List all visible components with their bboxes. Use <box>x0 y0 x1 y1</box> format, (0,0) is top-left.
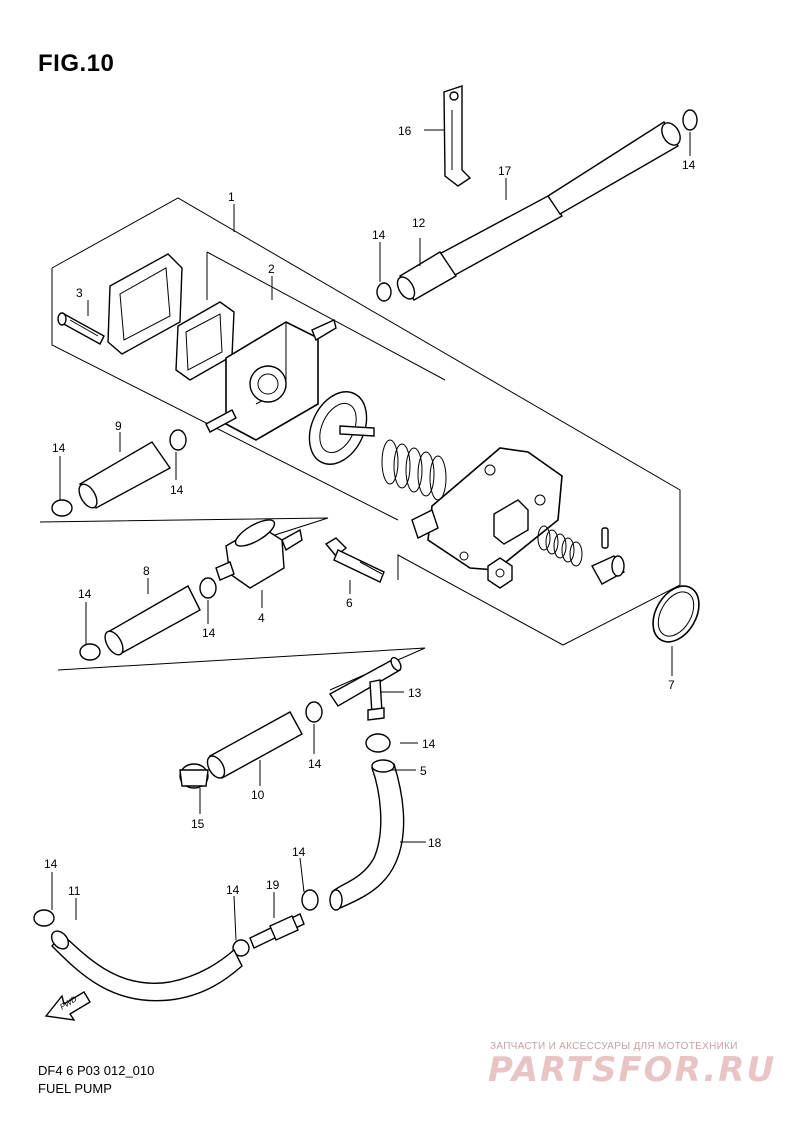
gasket-plate-outer[interactable] <box>107 253 183 355</box>
callout-8: 8 <box>143 564 150 578</box>
part-15-clamp[interactable] <box>179 763 209 789</box>
callout-2: 2 <box>268 262 275 276</box>
callout-18: 18 <box>428 836 442 850</box>
callout-13: 13 <box>408 686 422 700</box>
callout-6: 6 <box>346 596 353 610</box>
callout-labels: 1 2 3 4 5 6 7 8 9 10 11 12 13 14 15 16 1… <box>44 124 696 898</box>
clip-14-e[interactable] <box>199 577 217 599</box>
part-13-t-joint[interactable] <box>328 656 403 721</box>
callout-17: 17 <box>498 164 512 178</box>
callout-3: 3 <box>76 286 83 300</box>
part-4-fuel-filter[interactable] <box>215 515 303 589</box>
valve-cup[interactable] <box>591 555 625 585</box>
callout-5: 5 <box>420 764 427 778</box>
clip-14-h[interactable] <box>365 733 391 753</box>
callout-14-c: 14 <box>170 483 184 497</box>
part-8-hose[interactable] <box>101 585 201 658</box>
part-10-hose[interactable] <box>204 711 303 781</box>
part-7-o-ring[interactable] <box>644 578 709 650</box>
leader-lines <box>51 129 691 941</box>
pin[interactable] <box>601 527 609 549</box>
part-9-hose[interactable] <box>75 441 172 511</box>
part-12-hose[interactable] <box>394 251 457 302</box>
watermark-logo: PARTSFOR.RU <box>488 1050 777 1090</box>
callout-14-f: 14 <box>78 587 92 601</box>
callout-14-a: 14 <box>682 158 696 172</box>
watermark-tagline: ЗАПЧАСТИ И АКСЕССУАРЫ ДЛЯ МОТОТЕХНИКИ <box>490 1041 738 1052</box>
spring-small[interactable] <box>537 525 583 567</box>
callout-14-d: 14 <box>52 441 66 455</box>
figure-caption: FUEL PUMP <box>38 1081 112 1096</box>
callout-9: 9 <box>115 419 122 433</box>
callout-14-b: 14 <box>372 228 386 242</box>
clip-14-c[interactable] <box>169 429 187 451</box>
fwd-arrow-icon: FWD <box>44 991 91 1021</box>
part-3-screw[interactable] <box>57 312 105 345</box>
callout-14-i: 14 <box>44 857 58 871</box>
clip-14-b[interactable] <box>376 282 392 302</box>
reference-code: DF4 6 P03 012_010 <box>38 1063 155 1078</box>
clip-14-j[interactable] <box>232 939 250 957</box>
part-19-connector[interactable] <box>249 913 305 949</box>
callout-14-j: 14 <box>226 883 240 897</box>
callout-14-g: 14 <box>308 757 322 771</box>
nut[interactable] <box>487 557 513 589</box>
callout-11: 11 <box>68 884 81 898</box>
clip-14-a[interactable] <box>682 109 698 131</box>
assembly-box-2 <box>206 251 446 381</box>
diaphragm[interactable] <box>298 383 377 474</box>
callout-1: 1 <box>228 190 235 204</box>
clip-14-k[interactable] <box>301 889 319 911</box>
callout-4: 4 <box>258 611 265 625</box>
callout-10: 10 <box>251 788 265 802</box>
callout-7: 7 <box>668 678 675 692</box>
callout-16: 16 <box>398 124 412 138</box>
callout-15: 15 <box>191 817 205 831</box>
clip-14-g[interactable] <box>305 701 323 723</box>
part-16-strap[interactable] <box>443 85 472 187</box>
callout-14-h: 14 <box>422 737 436 751</box>
clip-14-d[interactable] <box>51 499 73 517</box>
part-18-hose[interactable] <box>329 759 405 911</box>
spring-large[interactable] <box>381 439 447 501</box>
pump-cover[interactable] <box>411 447 563 571</box>
clip-14-i[interactable] <box>33 909 55 927</box>
callout-14-e: 14 <box>202 626 216 640</box>
part-11-hose[interactable] <box>48 928 243 1002</box>
callout-12: 12 <box>412 216 426 230</box>
callout-14-k: 14 <box>292 845 306 859</box>
part-17-hose[interactable] <box>431 120 684 281</box>
assembly-box-1 <box>51 197 681 646</box>
part-2-pump-body[interactable] <box>205 319 337 441</box>
part-6-bolt[interactable] <box>324 537 385 583</box>
clip-14-f[interactable] <box>79 643 101 661</box>
callout-19: 19 <box>266 878 280 892</box>
figure-title: FIG.10 <box>38 50 115 77</box>
